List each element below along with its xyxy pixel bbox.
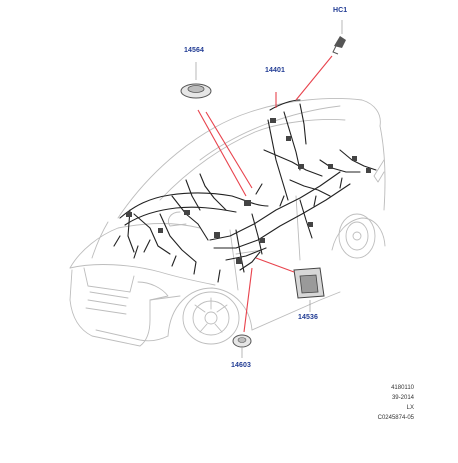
drawing-reference-block: 4180110 39-2014 LX C0245874-05 — [378, 383, 414, 423]
leader-hc1 — [295, 55, 333, 101]
leader-14564-b — [197, 109, 247, 197]
drawing-ref: C0245874-05 — [377, 415, 414, 421]
harness-connectors — [126, 118, 371, 264]
vehicle-body-outline — [69, 98, 386, 347]
callout-14564: 14564 — [184, 47, 204, 54]
leader-14564-a — [205, 111, 253, 189]
leader-14603 — [243, 267, 253, 333]
part-14564-grommet — [180, 62, 212, 99]
part-14603-plug — [232, 334, 252, 358]
callout-14401: 14401 — [265, 67, 285, 74]
drawing-code: 4180110 — [391, 385, 414, 391]
drawing-date: 39-2014 — [391, 395, 414, 401]
callout-14536: 14536 — [298, 314, 318, 321]
wiring-harness — [113, 99, 377, 283]
callout-14603: 14603 — [231, 362, 251, 369]
drawing-model: LX — [406, 405, 414, 411]
leader-lines — [197, 55, 333, 333]
callout-hc1: HC1 — [333, 7, 348, 14]
leader-14536 — [255, 257, 295, 273]
part-hc1-clip — [332, 20, 346, 55]
part-14536-bracket — [293, 267, 325, 312]
